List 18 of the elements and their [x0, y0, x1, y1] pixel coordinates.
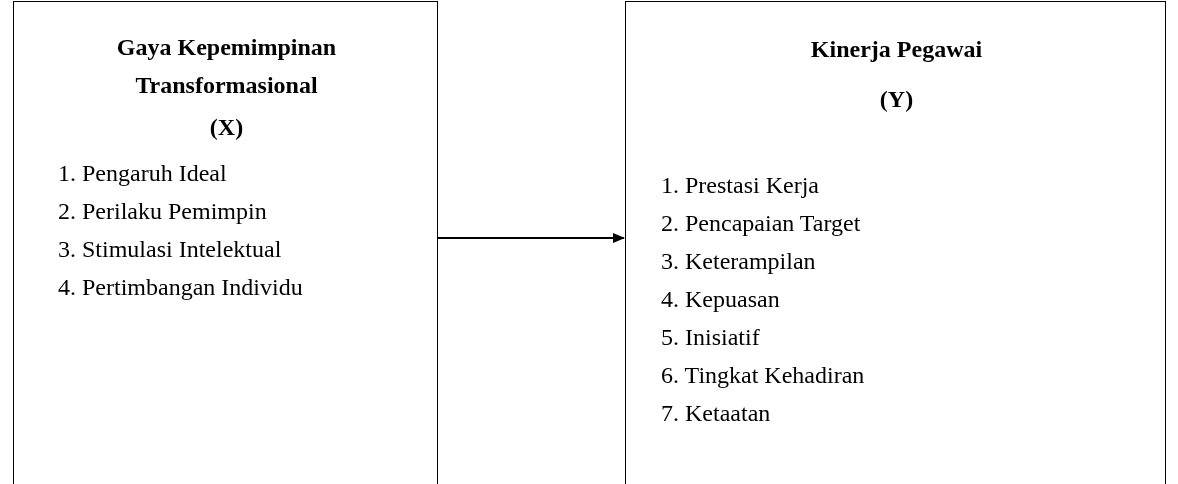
arrow [437, 233, 625, 243]
box-heading: Gaya Kepemimpinan Transformasional [115, 33, 338, 100]
variable-box [625, 1, 1166, 484]
indicator-item: 6. Tingkat Kehadiran [661, 361, 865, 390]
variable-symbol: (X) [208, 113, 245, 142]
variable-symbol: (Y) [878, 85, 915, 114]
indicator-item: 4. Pertimbangan Individu [58, 273, 303, 302]
indicator-item: 1. Pengaruh Ideal [58, 159, 227, 188]
indicator-item: 3. Keterampilan [661, 247, 816, 276]
box-heading: Kinerja Pegawai [809, 35, 984, 64]
indicator-item: 7. Ketaatan [661, 399, 771, 428]
indicator-item: 2. Pencapaian Target [661, 209, 861, 238]
indicator-item: 5. Inisiatif [661, 323, 760, 352]
indicator-item: 3. Stimulasi Intelektual [58, 235, 282, 264]
indicator-item: 4. Kepuasan [661, 285, 780, 314]
indicator-item: 1. Prestasi Kerja [661, 171, 819, 200]
indicator-item: 2. Perilaku Pemimpin [58, 197, 267, 226]
variable-box [13, 1, 438, 484]
